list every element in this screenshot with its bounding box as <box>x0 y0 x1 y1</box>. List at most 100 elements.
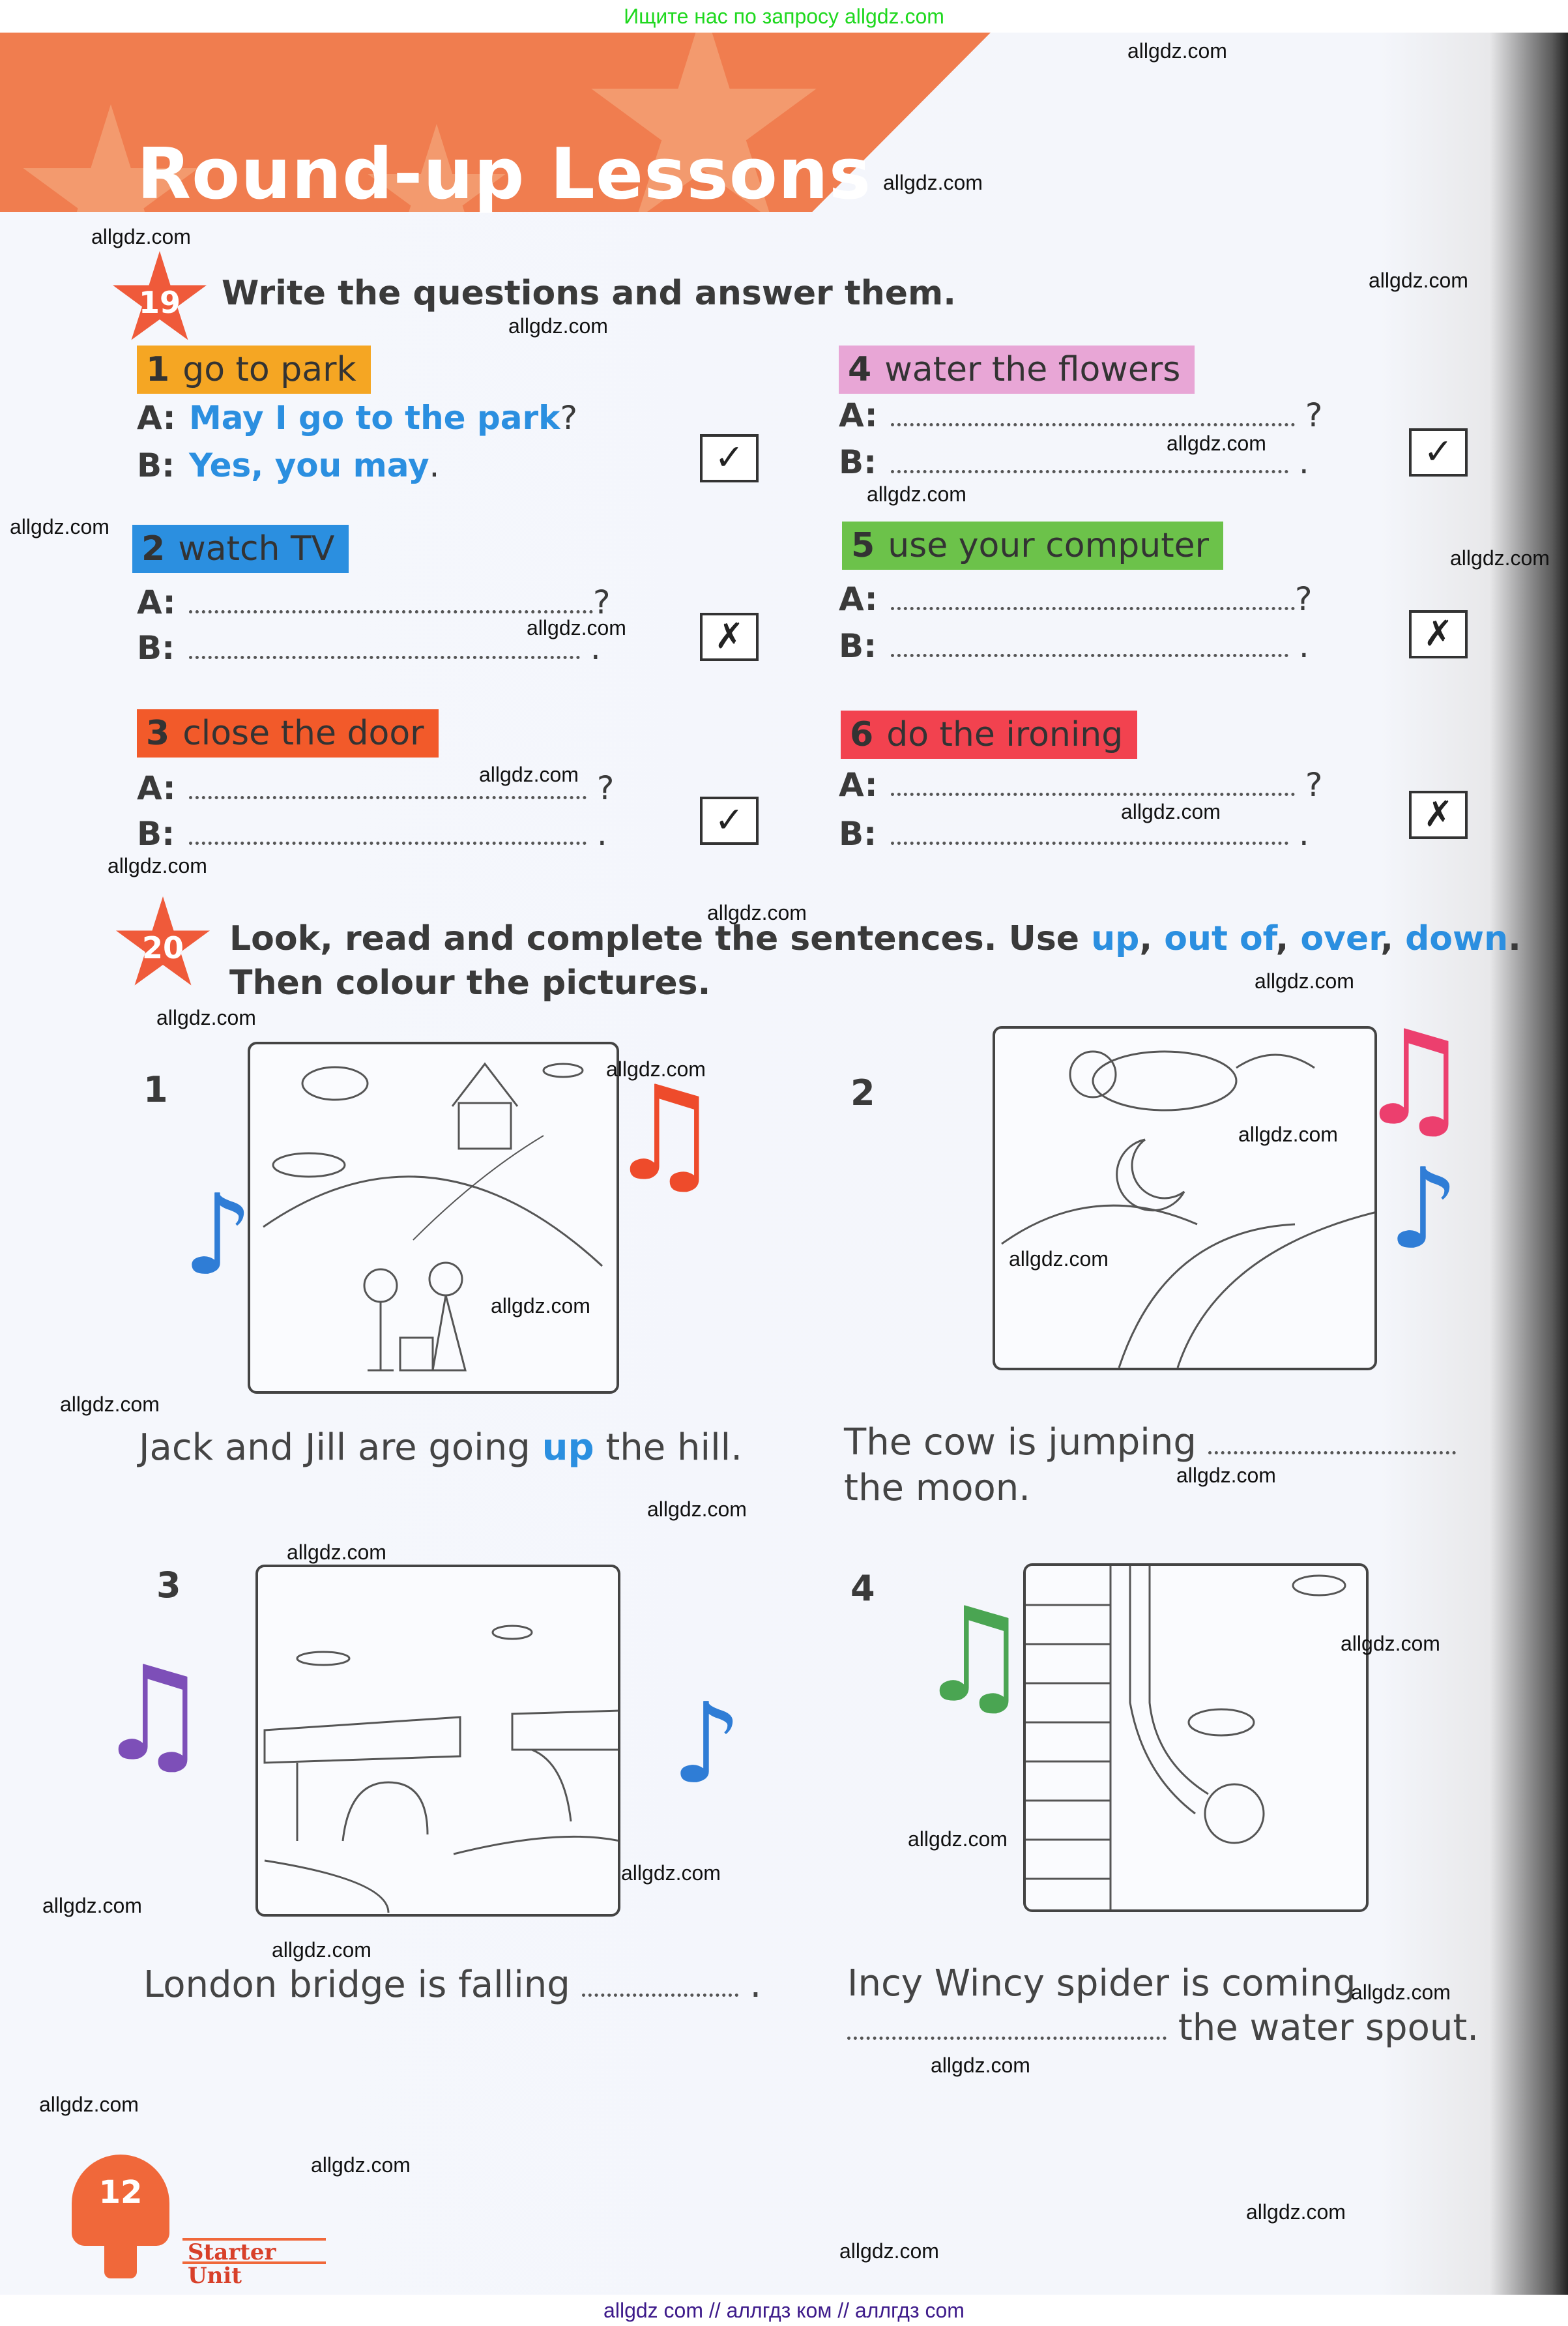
item-6-checkbox[interactable]: ✗ <box>1409 791 1468 839</box>
picture-4-number: 4 <box>850 1568 875 1609</box>
picture-4-incy-wincy-spider <box>1023 1563 1369 1912</box>
item-4-checkbox[interactable]: ✓ <box>1409 428 1468 477</box>
item-3-line-a: A: ? <box>137 769 615 807</box>
watermark: allgdz.com <box>867 482 966 506</box>
watermark: allgdz.com <box>606 1057 706 1081</box>
cow-moon-illustration-icon <box>1001 1050 1374 1368</box>
answer-blank[interactable] <box>189 780 587 799</box>
blue-music-note-icon: ♪ <box>1388 1145 1459 1274</box>
watermark: allgdz.com <box>42 1894 142 1917</box>
item-2-checkbox[interactable]: ✗ <box>700 613 759 661</box>
watermark: allgdz.com <box>1127 39 1227 63</box>
blue-music-note-icon: ♪ <box>671 1679 742 1808</box>
item-1-line-a: A:May I go to the park? <box>137 399 577 437</box>
sentence-2-line-2: the moon. <box>844 1467 1031 1509</box>
watermark: allgdz.com <box>883 171 983 194</box>
watermark: allgdz.com <box>10 515 109 538</box>
item-2-line-a: A:? <box>137 583 611 621</box>
watermark: allgdz.com <box>1369 269 1468 292</box>
watermark: allgdz.com <box>39 2093 139 2116</box>
purple-music-note-icon: ♫ <box>94 1638 212 1790</box>
watermark: allgdz.com <box>1238 1123 1338 1146</box>
answer-blank[interactable] <box>891 407 1295 426</box>
answer-blank[interactable] <box>581 1977 738 1997</box>
watermark: allgdz.com <box>1121 800 1221 823</box>
watermark: allgdz.com <box>1255 969 1354 993</box>
sentence-1: Jack and Jill are going up the hill. <box>139 1426 743 1469</box>
watermark: allgdz.com <box>479 763 579 786</box>
answer-blank[interactable] <box>891 638 1288 657</box>
item-3-checkbox[interactable]: ✓ <box>700 797 759 845</box>
item-2-line-b: B: . <box>137 629 601 667</box>
picture-1-number: 1 <box>143 1069 168 1110</box>
exercise-20-instruction: Look, read and complete the sentences. U… <box>229 919 1521 958</box>
item-4-line-b: B: . <box>839 443 1309 481</box>
spider-illustration-icon <box>1026 1566 1346 1909</box>
watermark: allgdz.com <box>1246 2200 1346 2224</box>
watermark: allgdz.com <box>311 2153 411 2177</box>
watermark: allgdz.com <box>108 854 207 877</box>
exercise-19-instruction: Write the questions and answer them. <box>222 274 956 313</box>
item-3-line-b: B: . <box>137 815 607 853</box>
picture-3-london-bridge <box>255 1565 620 1917</box>
item-6-line-b: B: . <box>839 815 1309 853</box>
watermark: allgdz.com <box>60 1392 160 1416</box>
page-number-mushroom-icon: 12 <box>72 2155 169 2278</box>
item-1-checkbox[interactable]: ✓ <box>700 434 759 482</box>
answer-blank[interactable] <box>189 825 587 845</box>
sentence-2-line-1: The cow is jumping <box>844 1421 1456 1464</box>
answer-blank[interactable] <box>1208 1435 1456 1454</box>
item-5-checkbox[interactable]: ✗ <box>1409 610 1468 658</box>
watermark: allgdz.com <box>707 901 807 924</box>
page-title: Round-up Lessons <box>137 134 872 215</box>
picture-2-number: 2 <box>850 1072 875 1113</box>
item-5-line-b: B: . <box>839 627 1309 665</box>
answer-blank[interactable] <box>891 776 1295 796</box>
answer-blank[interactable] <box>847 2020 1167 2040</box>
hill-illustration-icon <box>263 1062 603 1372</box>
watermark: allgdz.com <box>1176 1464 1276 1487</box>
watermark: allgdz.com <box>287 1540 386 1564</box>
item-4-line-a: A: ? <box>839 396 1323 434</box>
answer-blank[interactable] <box>891 825 1288 845</box>
watermark: allgdz.com <box>1351 1980 1451 2004</box>
watermark: allgdz.com <box>839 2239 939 2263</box>
page-number: 12 <box>98 2174 143 2211</box>
watermark: allgdz.com <box>527 616 626 640</box>
unit-label: Starter Unit <box>182 2238 326 2288</box>
green-music-note-icon: ♫ <box>916 1580 1033 1731</box>
answer-blank[interactable] <box>189 594 593 613</box>
picture-3-number: 3 <box>156 1565 181 1606</box>
watermark: allgdz.com <box>1341 1632 1440 1655</box>
watermark: allgdz.com <box>508 314 608 338</box>
watermark: allgdz.com <box>91 225 191 248</box>
picture-2-cow-and-moon <box>993 1026 1377 1370</box>
pink-music-note-icon: ♫ <box>1356 1003 1473 1155</box>
exercise-20-instruction-2: Then colour the pictures. <box>229 964 711 1003</box>
watermark: allgdz.com <box>1009 1247 1109 1271</box>
red-music-note-icon: ♫ <box>606 1058 723 1210</box>
blue-music-note-icon: ♪ <box>182 1171 254 1300</box>
sentence-3: London bridge is falling . <box>143 1964 762 2006</box>
answer-blank[interactable] <box>891 591 1295 610</box>
watermark: allgdz.com <box>621 1861 721 1885</box>
item-6-line-a: A: ? <box>839 766 1323 804</box>
item-1-line-b: B:Yes, you may. <box>137 447 440 484</box>
picture-1-jack-and-jill <box>248 1042 619 1394</box>
watermark: allgdz.com <box>491 1294 590 1318</box>
watermark: allgdz.com <box>156 1006 256 1029</box>
watermark: allgdz.com <box>647 1497 747 1521</box>
watermark: allgdz.com <box>908 1827 1008 1851</box>
watermark: allgdz.com <box>931 2054 1030 2077</box>
watermark: allgdz.com <box>1167 432 1266 455</box>
sentence-4-line-2: the water spout. <box>847 2007 1479 2049</box>
answer-blank[interactable] <box>891 454 1288 473</box>
search-hint-banner: Ищите нас по запросу allgdz.com <box>0 0 1568 33</box>
header-banner <box>0 33 991 212</box>
answer-blank[interactable] <box>189 640 580 659</box>
